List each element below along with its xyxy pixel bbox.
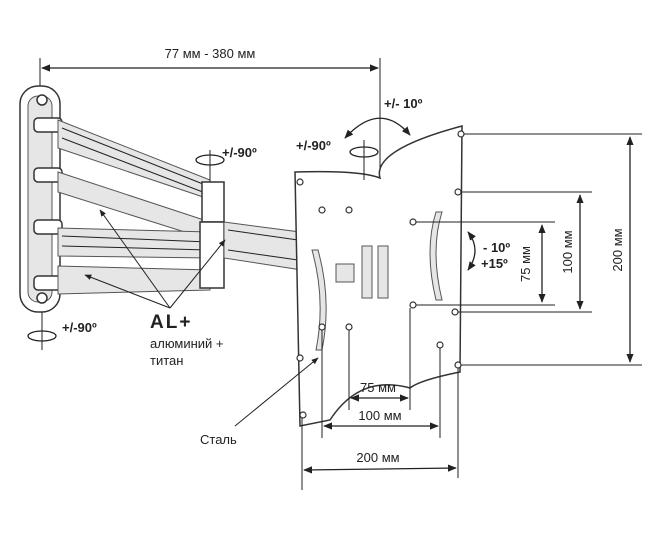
vertical-dimensions: 75 мм 100 мм 200 мм	[416, 133, 642, 366]
vesa-horizontal-75-label: 75 мм	[360, 380, 396, 395]
vesa-vertical-100-label: 100 мм	[560, 230, 575, 273]
arm-material-line2: титан	[150, 353, 183, 368]
arm-extension-label: 77 мм - 380 мм	[165, 46, 256, 61]
swivel-mid-label: +/-90º	[222, 145, 257, 160]
rotation-label: +/- 10º	[384, 96, 423, 111]
tilt-down-label: - 10º	[483, 240, 510, 255]
rotation-indicators: +/-90º +/-90º +/- 10º +/-90º - 10º +15º	[27, 96, 510, 350]
wall-plate	[19, 85, 63, 313]
arm-extension-dimension: 77 мм - 380 мм	[39, 46, 381, 180]
tilt-up-label: +15º	[481, 256, 508, 271]
vesa-plate	[294, 125, 465, 427]
swing-arms	[57, 119, 303, 295]
material-callouts: AL+ алюминий + титан Сталь	[84, 209, 319, 447]
plate-material-label: Сталь	[200, 432, 237, 447]
vesa-vertical-75-label: 75 мм	[518, 246, 533, 282]
swivel-plate-label: +/-90º	[296, 138, 331, 153]
horizontal-dimensions: 75 мм 100 мм 200 мм	[301, 308, 459, 490]
vesa-horizontal-100-label: 100 мм	[358, 408, 401, 423]
al-plus-label: AL+	[150, 312, 192, 333]
arm-material-line1: алюминий +	[150, 336, 224, 351]
tilt-arrow-icon	[467, 231, 476, 271]
vesa-vertical-200-label: 200 мм	[610, 228, 625, 271]
rotation-arrow-icon	[344, 117, 411, 139]
swivel-wall-label: +/-90º	[62, 320, 97, 335]
vesa-horizontal-200-label: 200 мм	[356, 450, 399, 465]
